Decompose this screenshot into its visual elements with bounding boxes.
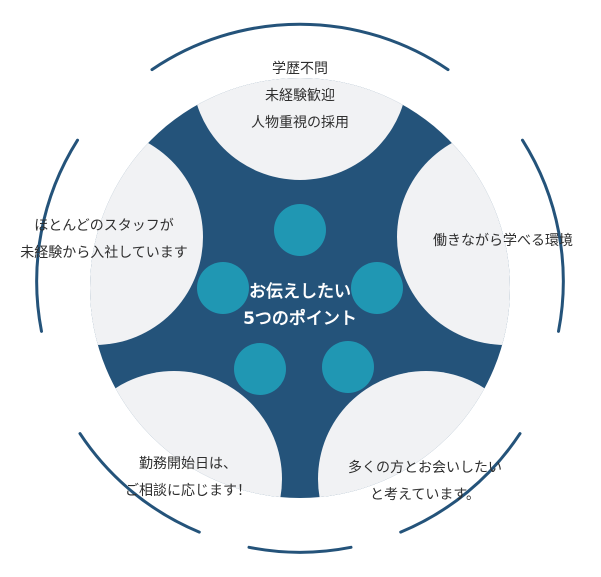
point-top-line2: 未経験歓迎 — [265, 88, 335, 104]
point-right-line1: 働きながら学べる環境 — [433, 233, 573, 249]
center-title-line1: お伝えしたい — [249, 282, 351, 302]
point-bottom-right: 多くの方とお会いしたい と考えています。 — [320, 455, 530, 509]
ring-arc-bottom-left — [78, 432, 201, 534]
point-top: 学歴不問 未経験歓迎 人物重視の採用 — [200, 56, 400, 137]
point-left: ほとんどのスタッフが 未経験から入社しています — [4, 213, 204, 267]
ring-arc-left — [35, 138, 79, 333]
point-bottom-right-line2: と考えています。 — [370, 487, 480, 503]
center-title: お伝えしたい 5つのポイント — [200, 279, 400, 333]
point-bottom-left-line1: 勤務開始日は、 — [139, 456, 237, 472]
ring-arc-top — [150, 22, 450, 72]
dot-top — [274, 204, 326, 256]
ring-arc-right — [521, 138, 565, 333]
center-title-line2: 5つのポイント — [243, 309, 357, 329]
ring-arc-bottom-right — [399, 432, 522, 534]
dot-bottom-left — [234, 343, 286, 395]
lobe-top — [192, 78, 408, 180]
dot-left — [197, 262, 249, 314]
dot-right — [351, 262, 403, 314]
point-bottom-left: 勤務開始日は、 ご相談に応じます！ — [98, 451, 278, 505]
point-bottom-right-line1: 多くの方とお会いしたい — [348, 460, 502, 476]
point-top-line3: 人物重視の採用 — [251, 115, 349, 131]
point-top-line1: 学歴不問 — [272, 61, 328, 77]
ring-arc-bottom — [247, 545, 353, 554]
point-right: 働きながら学べる環境 — [418, 228, 588, 255]
outer-ring — [35, 22, 565, 554]
point-left-line2: 未経験から入社しています — [20, 245, 188, 261]
dot-bottom-right — [322, 341, 374, 393]
point-bottom-left-line2: ご相談に応じます！ — [125, 483, 251, 499]
point-left-line1: ほとんどのスタッフが — [34, 218, 174, 234]
teal-dots — [197, 204, 403, 395]
